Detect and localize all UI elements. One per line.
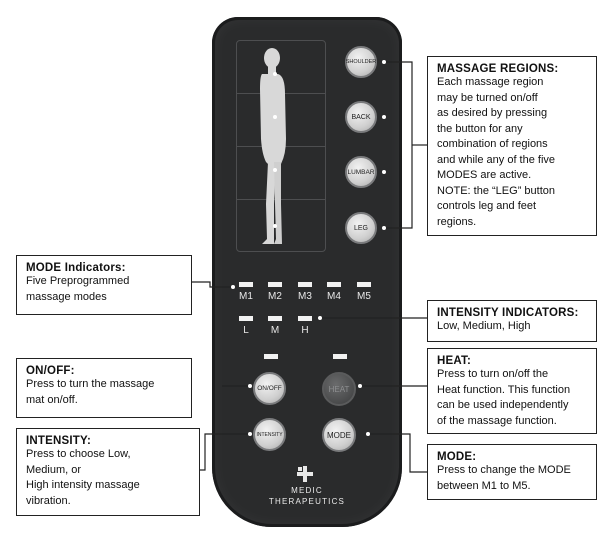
callout-body: Each massage region may be turned on/off… — [437, 76, 556, 228]
heat-indicator — [333, 354, 347, 359]
intensity-label-low: L — [243, 325, 249, 336]
mode-indicator-m4 — [327, 282, 341, 287]
logo-text-line1: MEDIC — [291, 486, 323, 495]
leg-button[interactable]: LEG — [345, 212, 377, 244]
callout-massage-regions: MASSAGE REGIONS: Each massage region may… — [427, 56, 597, 236]
mode-indicator-m3 — [298, 282, 312, 287]
callout-title: ON/OFF: — [26, 365, 75, 377]
medic-therapeutics-logo-icon — [297, 466, 313, 482]
callout-body: Press to turn the massage mat on/off. — [26, 378, 155, 406]
callout-body: Press to turn on/off the Heat function. … — [437, 368, 571, 427]
callout-title: INTENSITY: — [26, 435, 92, 447]
intensity-indicator-low — [239, 316, 253, 321]
mode-label-m5: M5 — [357, 291, 371, 302]
mode-label-m1: M1 — [239, 291, 253, 302]
shoulder-button[interactable]: SHOULDER — [345, 46, 377, 78]
logo-text-line2: THERAPEUTICS — [268, 497, 346, 506]
mode-indicator-m2 — [268, 282, 282, 287]
mode-button[interactable]: MODE — [322, 418, 356, 452]
callout-title: MODE: — [437, 451, 477, 463]
heat-button-label: HEAT — [328, 384, 350, 394]
onoff-button-label: ON/OFF — [257, 385, 282, 392]
human-silhouette-icon — [260, 48, 286, 244]
callout-mode-indicators: MODE Indicators: Five Preprogrammed mass… — [16, 255, 192, 315]
intensity-indicator-high — [298, 316, 312, 321]
callout-body: Press to choose Low, Medium, or High int… — [26, 448, 140, 507]
onoff-button[interactable]: ON/OFF — [253, 372, 286, 405]
intensity-button-label: INTENSITY — [256, 431, 283, 438]
mode-button-label: MODE — [327, 430, 351, 440]
mode-label-m4: M4 — [327, 291, 341, 302]
intensity-label-high: H — [301, 325, 309, 336]
mode-indicator-m1 — [239, 282, 253, 287]
callout-title: MODE Indicators: — [26, 262, 126, 274]
power-indicator — [264, 354, 278, 359]
callout-body: Press to change the MODE between M1 to M… — [437, 464, 571, 492]
leg-button-label: LEG — [353, 224, 368, 232]
mode-label-m3: M3 — [298, 291, 312, 302]
callout-intensity: INTENSITY: Press to choose Low, Medium, … — [16, 428, 200, 516]
callout-onoff: ON/OFF: Press to turn the massage mat on… — [16, 358, 192, 418]
lumbar-button[interactable]: LUMBAR — [345, 156, 377, 188]
callout-title: MASSAGE REGIONS: — [437, 63, 559, 75]
callout-body: Five Preprogrammed massage modes — [26, 275, 130, 303]
intensity-label-medium: M — [270, 325, 280, 336]
remote-control-body — [212, 17, 402, 527]
callout-heat: HEAT: Press to turn on/off the Heat func… — [427, 348, 597, 434]
intensity-button[interactable]: INTENSITY — [253, 418, 286, 451]
callout-title: INTENSITY INDICATORS: — [437, 307, 579, 319]
lumbar-button-label: LUMBAR — [347, 168, 375, 176]
mode-indicator-m5 — [357, 282, 371, 287]
intensity-indicator-medium — [268, 316, 282, 321]
back-button-label: BACK — [351, 113, 371, 121]
mode-label-m2: M2 — [268, 291, 282, 302]
callout-title: HEAT: — [437, 355, 472, 367]
callout-body: Low, Medium, High — [437, 320, 531, 332]
callout-mode: MODE: Press to change the MODE between M… — [427, 444, 597, 500]
shoulder-button-label: SHOULDER — [345, 59, 377, 65]
callout-intensity-indicators: INTENSITY INDICATORS: Low, Medium, High — [427, 300, 597, 342]
back-button[interactable]: BACK — [345, 101, 377, 133]
heat-button[interactable]: HEAT — [322, 372, 356, 406]
